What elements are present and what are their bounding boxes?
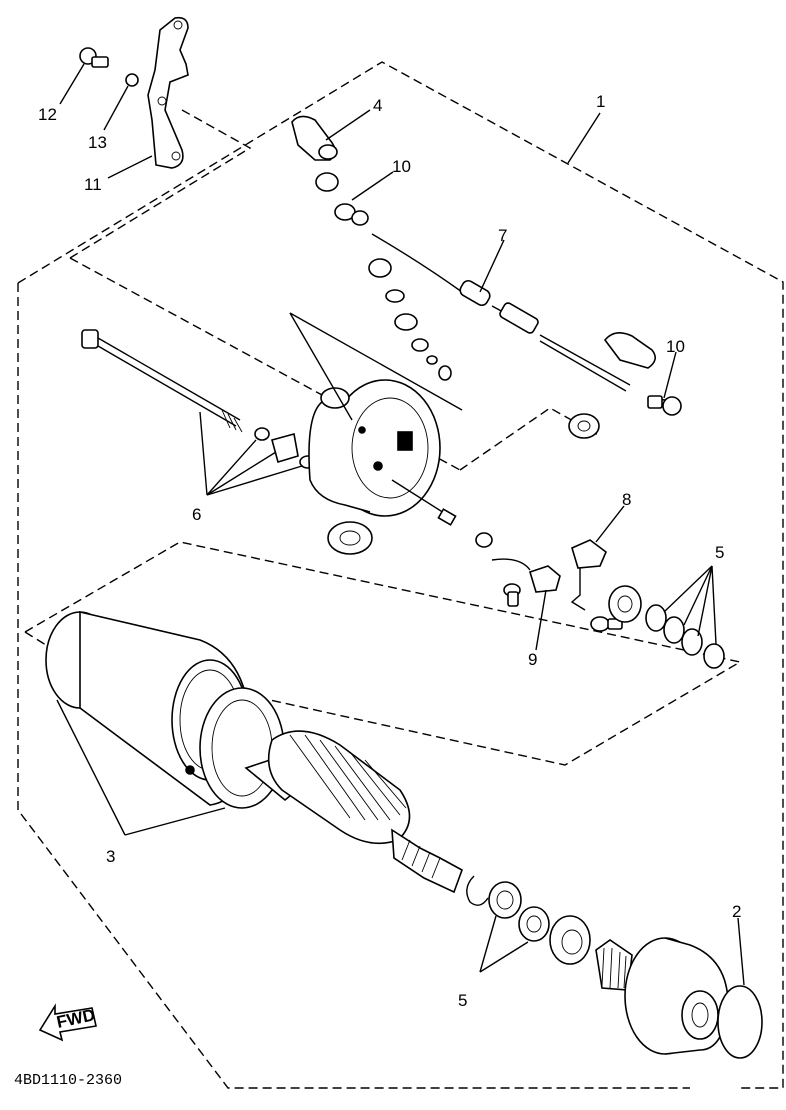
callout-2: 2 bbox=[732, 902, 741, 921]
callout-1: 1 bbox=[596, 92, 605, 111]
washer-part-13 bbox=[125, 73, 139, 87]
o-ring-part-2 bbox=[717, 985, 763, 1059]
nut bbox=[351, 210, 369, 226]
callout-6: 6 bbox=[192, 505, 201, 524]
callout-5-lower: 5 bbox=[458, 991, 467, 1010]
callout-10-lower: 10 bbox=[666, 337, 685, 356]
yoke-part-3 bbox=[45, 610, 285, 809]
shim-part-5 bbox=[703, 643, 725, 669]
washer bbox=[385, 289, 405, 303]
assembly-outline bbox=[17, 61, 784, 1089]
terminal-boot bbox=[603, 332, 656, 369]
callout-3: 3 bbox=[106, 847, 115, 866]
callout-12: 12 bbox=[38, 105, 57, 124]
nut bbox=[315, 172, 339, 192]
through-bolt bbox=[81, 329, 243, 433]
screw bbox=[503, 583, 521, 607]
washer bbox=[475, 532, 493, 548]
callout-4: 4 bbox=[373, 96, 382, 115]
washer-part-6 bbox=[254, 427, 270, 441]
rear-end-cover bbox=[308, 379, 441, 517]
bearing-small-bottom bbox=[327, 521, 373, 555]
callout-9: 9 bbox=[528, 650, 537, 669]
drawing-code: 4BD1110-2360 bbox=[14, 1072, 122, 1089]
brush-spring bbox=[570, 568, 586, 611]
fwd-label: FWD bbox=[55, 1005, 97, 1032]
washer bbox=[426, 355, 438, 365]
bearing-small-top bbox=[568, 413, 600, 439]
callout-13: 13 bbox=[88, 133, 107, 152]
bolt-part-12 bbox=[79, 47, 109, 68]
fwd-arrow: FWD bbox=[38, 1003, 97, 1042]
front-cover bbox=[624, 937, 729, 1055]
washer bbox=[411, 338, 429, 352]
ring-terminal-part-10 bbox=[647, 395, 682, 416]
bracket-part-11 bbox=[147, 16, 189, 169]
bushing bbox=[608, 585, 642, 623]
brush bbox=[437, 508, 457, 526]
washer-part-5 bbox=[518, 906, 550, 942]
circlip bbox=[466, 875, 489, 906]
insulator-part-6 bbox=[271, 432, 299, 464]
callout-5-upper: 5 bbox=[715, 543, 724, 562]
terminal-cap-part-4 bbox=[291, 115, 338, 161]
callout-10-upper: 10 bbox=[392, 157, 411, 176]
washer-part-5 bbox=[488, 881, 522, 919]
brush-part-9 bbox=[529, 565, 561, 593]
callout-7: 7 bbox=[498, 226, 507, 245]
callout-11: 11 bbox=[84, 175, 102, 194]
nut bbox=[438, 365, 452, 381]
nut bbox=[368, 258, 392, 278]
shim-part-5 bbox=[681, 628, 703, 656]
shim-part-5 bbox=[663, 616, 685, 644]
leader-lines bbox=[56, 63, 745, 986]
shim-part-5 bbox=[645, 604, 667, 632]
lead-wire-part-7 bbox=[371, 233, 631, 392]
armature bbox=[244, 730, 463, 894]
brush-lead bbox=[491, 558, 531, 571]
washer bbox=[394, 313, 418, 331]
brush-part-8 bbox=[571, 539, 607, 569]
callout-labels: 1 2 3 4 5 5 6 7 8 9 10 10 11 12 13 bbox=[38, 92, 741, 1010]
callout-8: 8 bbox=[622, 490, 631, 509]
oil-seal bbox=[549, 915, 591, 965]
